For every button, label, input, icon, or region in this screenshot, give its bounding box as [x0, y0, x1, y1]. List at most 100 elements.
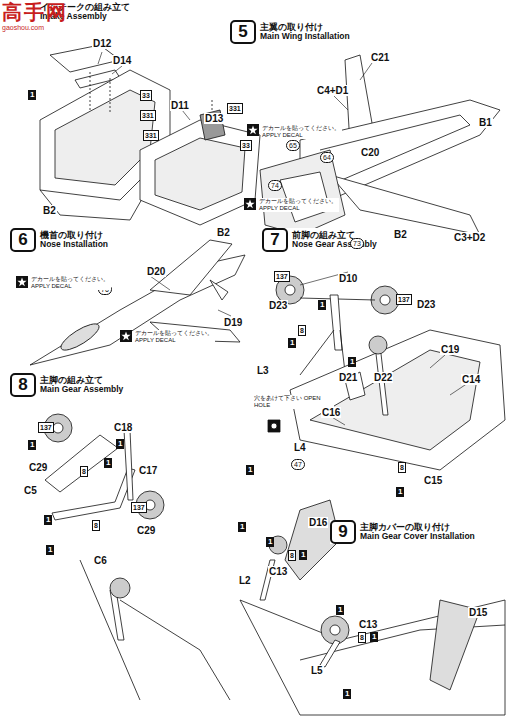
- quantity-callout: 33: [140, 90, 152, 101]
- quantity-callout: 137: [274, 271, 290, 282]
- paint-callout: 1: [44, 515, 52, 525]
- quantity-callout: 331: [227, 103, 243, 114]
- part-number: C13: [358, 619, 378, 630]
- part-number: D15: [468, 607, 488, 618]
- instruction-note: デカールを貼ってください。 APPLY DECAL: [259, 198, 339, 212]
- instruction-note: デカールを貼ってください。 APPLY DECAL: [135, 330, 215, 344]
- instruction-note: デカールを貼ってください。 APPLY DECAL: [31, 276, 111, 290]
- step-number: 5: [230, 20, 256, 44]
- part-number: C14: [461, 374, 481, 385]
- step-heading: 9 主脚カバーの取り付けMain Gear Cover Installation: [330, 520, 475, 544]
- step-title-en: Main Gear Cover Installation: [360, 532, 475, 542]
- quantity-callout: 8: [298, 325, 306, 336]
- step-title-jp: 機首の取り付け: [40, 230, 108, 240]
- part-number: D22: [373, 372, 393, 383]
- part-number: C15: [423, 475, 443, 486]
- step-number: 7: [262, 228, 288, 252]
- paint-callout: 1: [116, 439, 124, 449]
- step-number: 8: [10, 373, 36, 397]
- paint-callout: 1: [396, 487, 404, 497]
- part-number: B2: [42, 205, 57, 216]
- part-number: D23: [416, 299, 436, 310]
- step-title-en: Main Wing Installation: [260, 32, 350, 42]
- step-title-jp: 主脚の組み立て: [40, 375, 123, 385]
- paint-callout: 1: [299, 550, 307, 560]
- paint-callout: 1: [238, 522, 246, 532]
- part-number: L3: [256, 365, 270, 376]
- part-number: C6: [93, 555, 108, 566]
- paint-callout: 1: [343, 689, 351, 699]
- part-number: D14: [112, 55, 132, 66]
- paint-callout: 1: [288, 338, 296, 348]
- paint-callout: 1: [348, 357, 356, 367]
- quantity-callout: 8: [288, 550, 296, 561]
- part-number: C29: [28, 462, 48, 473]
- part-number: B2: [216, 227, 231, 238]
- quantity-callout: 8: [92, 520, 100, 531]
- step-title-en: Main Gear Assembly: [40, 385, 123, 395]
- step-number: 9: [330, 520, 356, 544]
- quantity-callout: 8: [358, 632, 366, 643]
- part-number: C5: [23, 485, 38, 496]
- part-number: B1: [478, 117, 493, 128]
- quantity-callout: 8: [80, 466, 88, 477]
- part-number: L2: [238, 575, 252, 586]
- paint-callout: 1: [246, 465, 254, 475]
- watermark: gaoshou.com: [2, 24, 44, 31]
- part-number: D21: [338, 372, 358, 383]
- paint-callout: 1: [266, 537, 274, 547]
- part-callout: 73: [350, 238, 364, 249]
- step-title-jp: 主脚カバーの取り付け: [360, 522, 475, 532]
- part-callout: 65: [286, 140, 300, 151]
- part-number: C20: [360, 147, 380, 158]
- part-number: C13: [268, 566, 288, 577]
- part-callout: 47: [291, 459, 305, 470]
- step-title-en: Nose Gear Assembly: [292, 240, 377, 250]
- quantity-callout: 137: [38, 422, 54, 433]
- paint-callout: 1: [28, 90, 36, 100]
- part-number: C18: [113, 422, 133, 433]
- part-number: C4+D1: [316, 85, 349, 96]
- paint-callout: 1: [370, 632, 378, 642]
- part-number: L5: [310, 665, 324, 676]
- step-title-jp: 主翼の取り付け: [260, 22, 350, 32]
- paint-callout: 1: [104, 458, 112, 468]
- quantity-callout: 8: [398, 462, 406, 473]
- part-number: B2: [393, 229, 408, 240]
- part-number: C16: [321, 407, 341, 418]
- instruction-note: デカールを貼ってください。 APPLY DECAL: [262, 125, 342, 139]
- quantity-callout: 33: [240, 140, 252, 151]
- part-number: C17: [138, 465, 158, 476]
- step-heading: 5 主翼の取り付けMain Wing Installation: [230, 20, 350, 44]
- part-number: C3+D2: [453, 232, 486, 243]
- quantity-callout: 331: [140, 110, 156, 121]
- part-number: D20: [146, 266, 166, 277]
- watermark: 高手网: [2, 2, 68, 22]
- part-number: C29: [136, 525, 156, 536]
- part-number: L4: [293, 442, 307, 453]
- part-number: D16: [308, 517, 328, 528]
- part-number: D19: [223, 317, 243, 328]
- paint-callout: 1: [336, 605, 344, 615]
- part-number: C21: [370, 52, 390, 63]
- step-heading: 6 機首の取り付けNose Installation: [10, 228, 108, 252]
- part-number: D23: [268, 300, 288, 311]
- paint-callout: 1: [46, 545, 54, 555]
- step-heading: 8 主脚の組み立てMain Gear Assembly: [10, 373, 123, 397]
- step-title-jp: 前脚の組み立て: [292, 230, 377, 240]
- part-number: C19: [440, 344, 460, 355]
- step-title-en: Nose Installation: [40, 240, 108, 250]
- part-number: D13: [204, 113, 224, 124]
- paint-callout: 1: [318, 300, 326, 310]
- part-number: D11: [170, 100, 190, 111]
- quantity-callout: 137: [131, 502, 147, 513]
- step-number: 6: [10, 228, 36, 252]
- quantity-callout: 137: [396, 294, 412, 305]
- paint-callout: 1: [28, 440, 36, 450]
- part-number: D10: [338, 273, 358, 284]
- part-callout: 74: [268, 180, 282, 191]
- quantity-callout: 331: [143, 130, 159, 141]
- part-callout: 64: [320, 152, 334, 163]
- part-number: D12: [92, 38, 112, 49]
